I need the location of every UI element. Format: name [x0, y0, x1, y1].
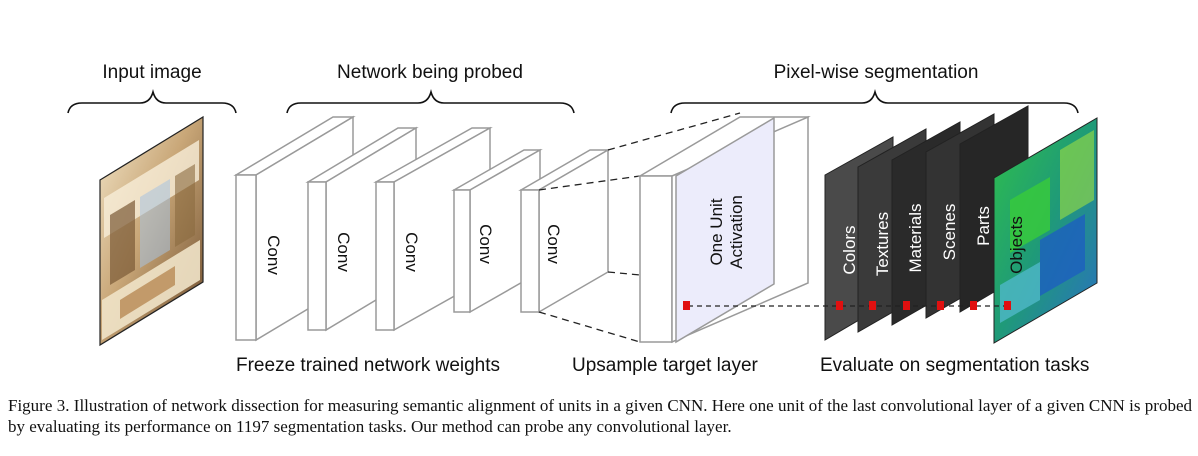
probe-marker-activation	[683, 301, 690, 310]
task-label-scenes: Scenes	[940, 204, 959, 261]
conv-label-2: Conv	[334, 232, 353, 272]
brace-segmentation	[670, 88, 1079, 114]
probe-marker-objects	[1004, 301, 1011, 310]
activation-label-line2: Activation	[727, 195, 746, 269]
activation-layer: One Unit Activation	[637, 115, 811, 344]
task-label-objects: Objects	[1007, 216, 1026, 274]
label-freeze: Freeze trained network weights	[236, 355, 500, 376]
label-upsample: Upsample target layer	[572, 355, 759, 376]
task-label-colors: Colors	[840, 225, 859, 274]
task-panel-objects: Objects	[993, 117, 1098, 344]
conv-label-3: Conv	[402, 232, 421, 272]
header-segmentation: Pixel-wise segmentation	[774, 62, 979, 83]
conv-label-1: Conv	[264, 235, 283, 275]
conv-label-5: Conv	[544, 224, 563, 264]
figure-caption: Figure 3. Illustration of network dissec…	[8, 396, 1192, 436]
task-label-parts: Parts	[974, 206, 993, 246]
probe-marker-parts	[970, 301, 977, 310]
brace-input	[67, 88, 237, 114]
task-label-materials: Materials	[906, 204, 925, 273]
brace-network	[286, 88, 575, 114]
task-label-textures: Textures	[873, 212, 892, 276]
input-image	[99, 115, 204, 347]
network-dissection-figure: Input image Network being probed Pixel-w…	[67, 62, 1098, 376]
probe-marker-materials	[903, 301, 910, 310]
header-network: Network being probed	[337, 62, 523, 83]
probe-marker-scenes	[937, 301, 944, 310]
conv-label-4: Conv	[476, 224, 495, 264]
probe-marker-textures	[869, 301, 876, 310]
probe-marker-colors	[836, 301, 843, 310]
header-input-image: Input image	[102, 62, 201, 83]
probe-markers	[683, 301, 1011, 310]
label-evaluate: Evaluate on segmentation tasks	[820, 355, 1089, 376]
activation-label-line1: One Unit	[707, 198, 726, 265]
